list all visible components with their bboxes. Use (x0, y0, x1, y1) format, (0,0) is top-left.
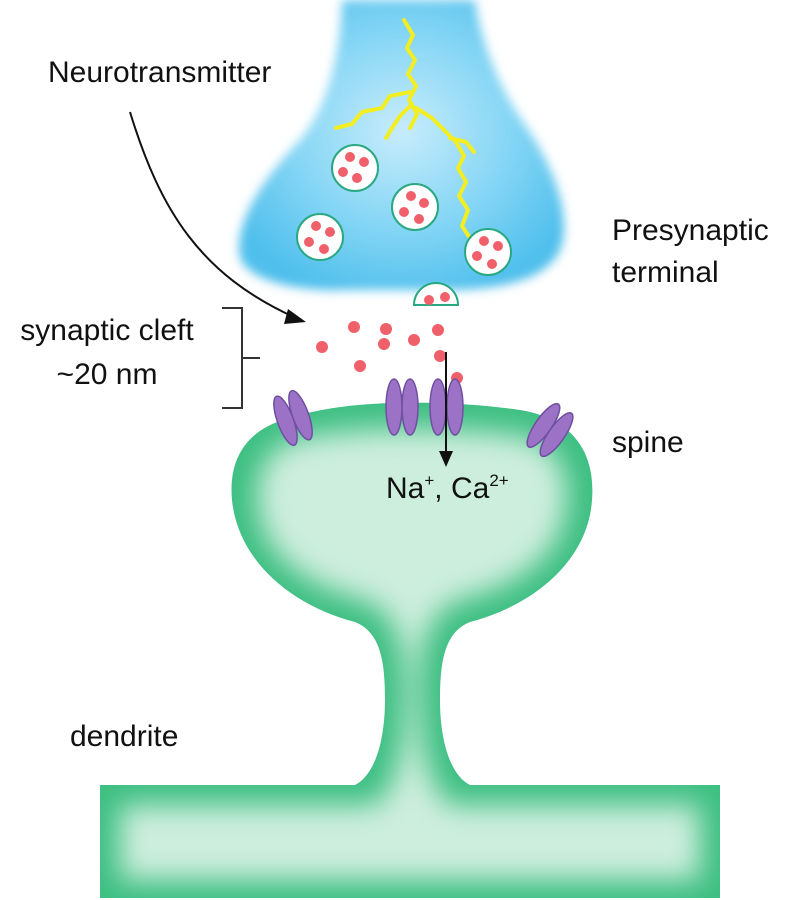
dendrite-label: dendrite (70, 720, 179, 753)
neurotransmitter-label: Neurotransmitter (48, 56, 272, 89)
postsynaptic-spine-dendrite (100, 402, 720, 898)
yellow-branches (334, 18, 476, 240)
cleft-label-line1: synaptic cleft (20, 314, 194, 347)
branch-right (414, 106, 472, 240)
neurotransmitter-molecules (316, 321, 463, 384)
vesicles (296, 144, 512, 306)
spine-interior (120, 428, 700, 880)
receptor (273, 389, 313, 447)
receptor (526, 402, 574, 458)
presynaptic-label-line1: Presynaptic (612, 214, 769, 247)
branch-left (334, 90, 412, 130)
receptors (273, 378, 574, 458)
spine-label: spine (612, 426, 684, 459)
vesicle-fusing (412, 282, 460, 306)
presynaptic-terminal (239, 0, 564, 291)
sodium-symbol: Na (386, 472, 425, 505)
calcium-symbol: Ca (450, 472, 490, 505)
branch-center (384, 102, 414, 140)
ion-flow-arrow (439, 352, 453, 467)
ion-label: Na+, Ca2+ (386, 472, 509, 505)
vesicle (296, 213, 344, 261)
vesicle (464, 228, 512, 276)
cleft-bracket (222, 307, 260, 409)
branch-right-twig (448, 136, 476, 154)
vesicle (331, 144, 379, 192)
receptor (385, 378, 419, 436)
presynaptic-body (239, 0, 564, 291)
presynaptic-label-line2: terminal (612, 256, 719, 289)
cleft-label-line2: ~20 nm (56, 358, 158, 391)
calcium-charge: 2+ (489, 471, 509, 490)
ion-separator: , (434, 472, 443, 505)
branch-main (402, 18, 419, 130)
vesicle (391, 183, 439, 231)
neurotransmitter-pointer-arrow (129, 111, 306, 324)
receptor (429, 378, 464, 436)
sodium-charge: + (424, 471, 435, 490)
